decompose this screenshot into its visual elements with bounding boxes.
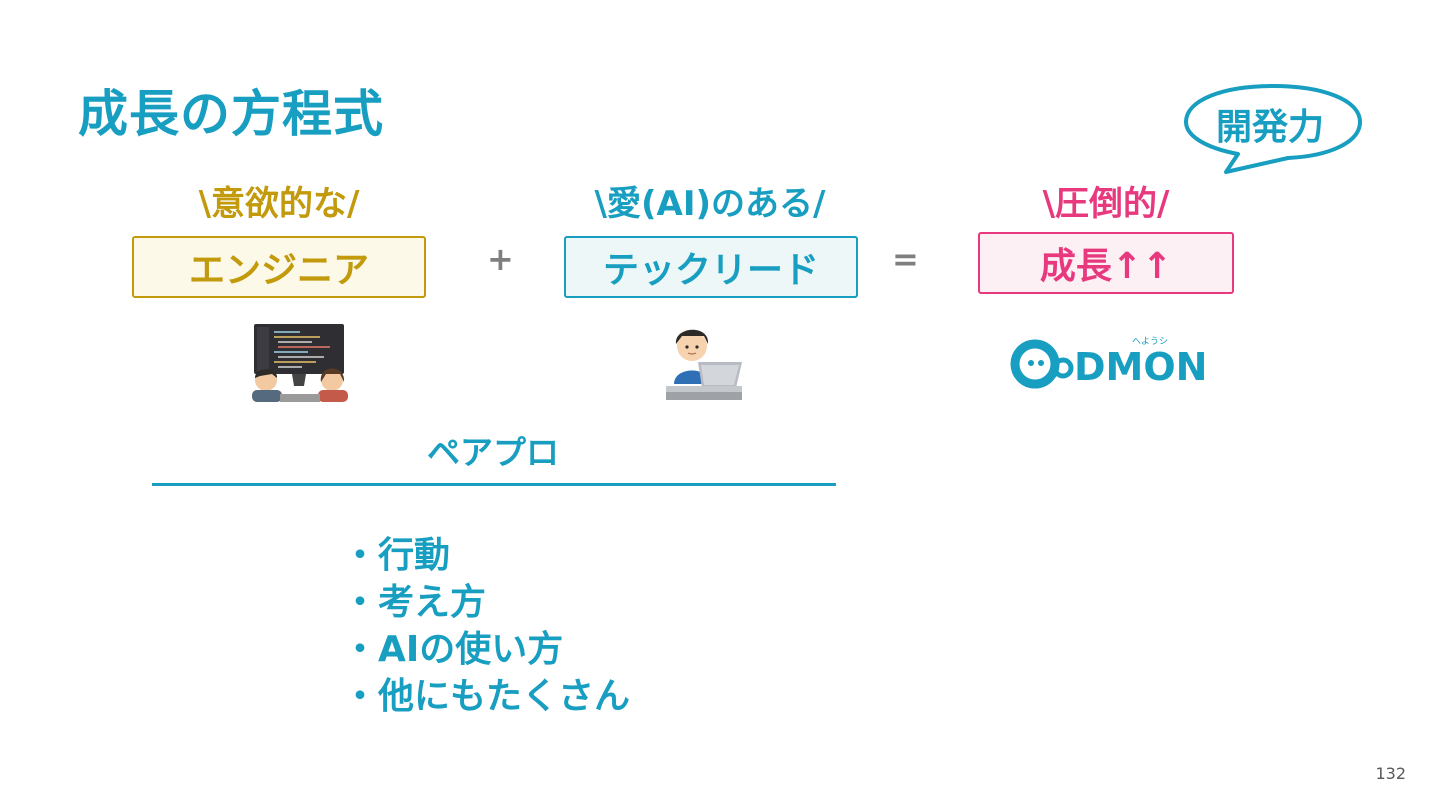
equals-operator: = [892, 240, 919, 278]
term-label-techlead: \愛(AI)のある/ [594, 184, 826, 224]
term-label-growth: \圧倒的/ [1042, 184, 1170, 224]
logo-text: DMON [1074, 345, 1204, 389]
term-box-engineer: エンジニア [132, 236, 426, 298]
term-box-techlead: テックリード [564, 236, 858, 298]
techlead-with-laptop-illustration [666, 329, 742, 400]
term-box-growth: 成長↑↑ [978, 232, 1234, 294]
page-title: 成長の方程式 [78, 85, 384, 143]
page-number: 132 [1375, 764, 1406, 783]
pair-programming-engineers-illustration [252, 324, 348, 402]
bullet-item: ・行動 [342, 535, 451, 576]
term-label-engineer: \意欲的な/ [198, 184, 360, 224]
bullet-item: ・AIの使い方 [342, 629, 564, 670]
bubble-text: 開発力 [1215, 107, 1324, 148]
bullet-item: ・他にもたくさん [342, 676, 631, 717]
bullet-list: ・行動 ・考え方 ・AIの使い方 ・他にもたくさん [342, 532, 630, 720]
codmon-logo: DMON へようシ [1010, 336, 1204, 389]
bullet-item: ・考え方 [342, 582, 487, 623]
plus-operator: + [487, 240, 514, 278]
speech-bubble-icon [1184, 84, 1362, 174]
pair-programming-label: ペアプロ [427, 433, 559, 472]
logo-tagline: へようシ [1132, 336, 1168, 347]
divider-line [152, 483, 836, 486]
